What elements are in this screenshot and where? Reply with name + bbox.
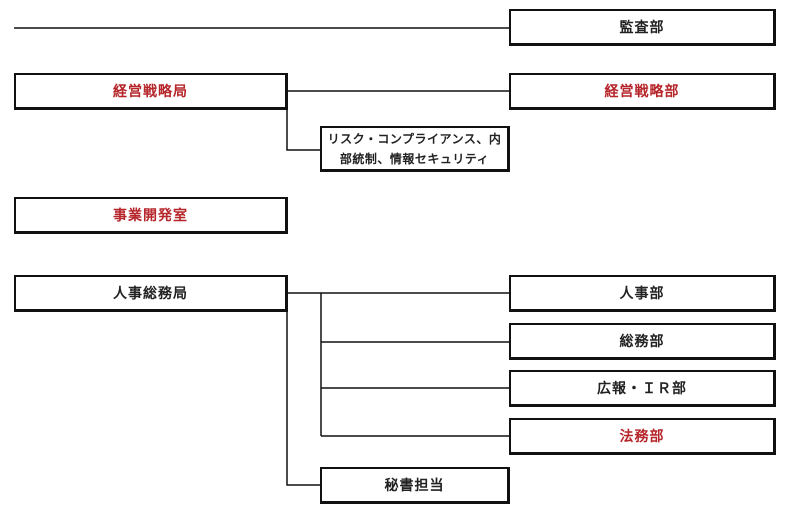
connector-risk bbox=[286, 91, 320, 151]
box-jinji-bu: 人事部 bbox=[509, 275, 776, 312]
connector-hisho bbox=[286, 293, 320, 486]
box-homu: 法務部 bbox=[509, 418, 776, 455]
box-keiei-kyoku: 経営戦略局 bbox=[14, 73, 288, 110]
box-jinji-kyoku: 人事総務局 bbox=[14, 275, 288, 312]
box-keiei-bu: 経営戦略部 bbox=[509, 73, 776, 110]
box-hisho: 秘書担当 bbox=[320, 467, 510, 504]
box-somu: 総務部 bbox=[509, 323, 776, 360]
box-kansa: 監査部 bbox=[509, 9, 776, 46]
box-risk: リスク・コンプライアンス、内部統制、情報セキュリティ bbox=[320, 126, 510, 172]
box-jigyo: 事業開発室 bbox=[14, 197, 288, 234]
box-koho: 広報・ＩＲ部 bbox=[509, 370, 776, 407]
